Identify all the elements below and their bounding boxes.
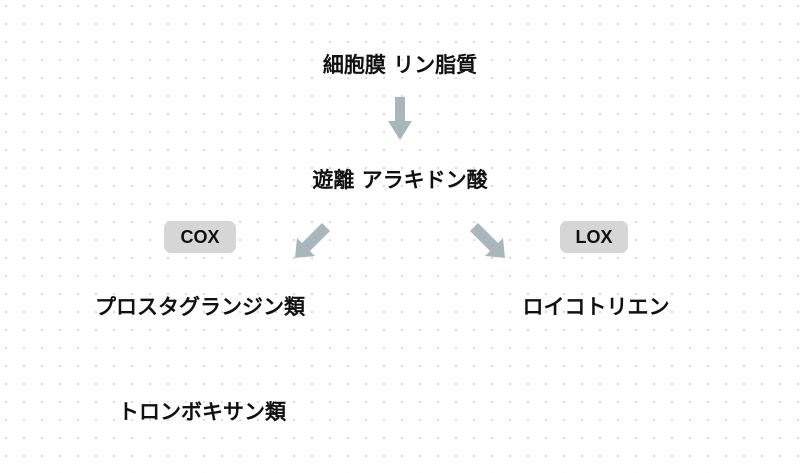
- node-free-arachidonic-acid: 遊離 アラキドン酸: [312, 168, 488, 192]
- node-thromboxanes: トロンボキサン類: [118, 400, 286, 424]
- arrow-to-leukotrienes: [470, 223, 505, 258]
- node-membrane-phospholipids: 細胞膜 リン脂質: [322, 53, 478, 77]
- node-leukotrienes: ロイコトリエン: [522, 295, 670, 319]
- enzyme-badge-cox: COX: [164, 221, 236, 253]
- enzyme-badge-lox: LOX: [560, 221, 628, 253]
- arrow-down-to-arachidonic: [388, 97, 412, 140]
- node-prostaglandins: プロスタグランジン類: [95, 295, 305, 319]
- arrow-to-prostaglandins: [295, 223, 330, 258]
